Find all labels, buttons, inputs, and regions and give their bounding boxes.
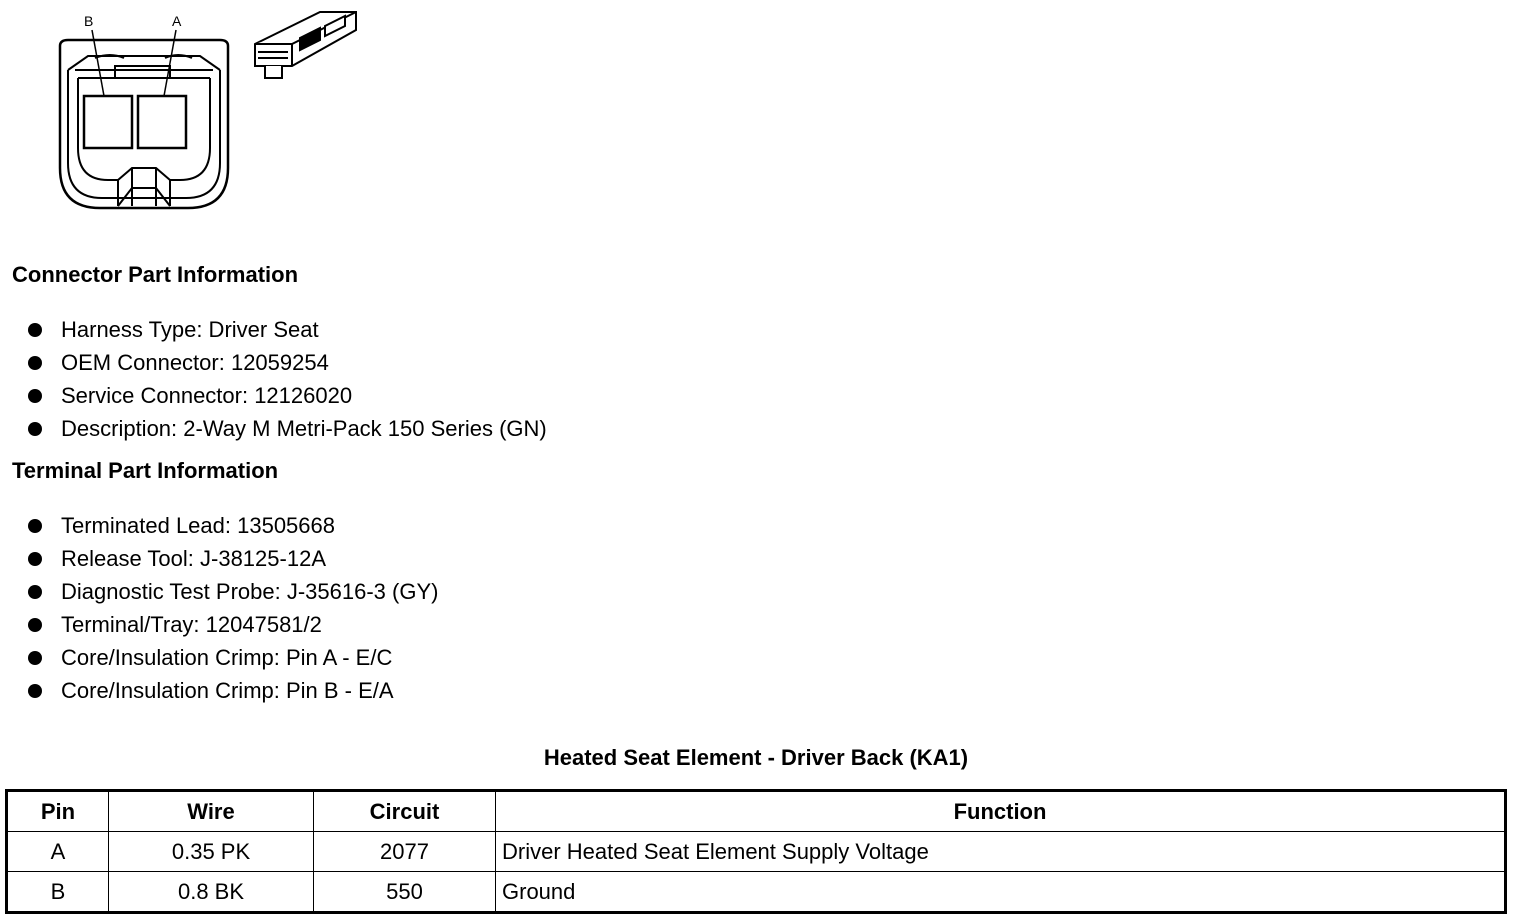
cell-circuit: 550 bbox=[313, 871, 496, 913]
table-header-row: Pin Wire Circuit Function bbox=[6, 790, 1506, 832]
bullet-icon bbox=[28, 650, 42, 665]
list-item: Terminal/Tray: 12047581/2 bbox=[28, 608, 438, 641]
bullet-icon bbox=[28, 421, 42, 436]
bullet-icon bbox=[28, 683, 42, 698]
list-item: Release Tool: J-38125-12A bbox=[28, 542, 438, 575]
column-header-function: Function bbox=[495, 790, 1506, 832]
bullet-icon bbox=[28, 322, 42, 337]
bullet-icon bbox=[28, 617, 42, 632]
list-item: Service Connector: 12126020 bbox=[28, 379, 547, 412]
column-header-circuit: Circuit bbox=[313, 790, 496, 832]
table-row: B 0.8 BK 550 Ground bbox=[6, 871, 1506, 913]
list-item-text: Terminated Lead: 13505668 bbox=[61, 512, 335, 538]
list-item: OEM Connector: 12059254 bbox=[28, 346, 547, 379]
column-header-pin: Pin bbox=[6, 790, 109, 832]
bullet-icon bbox=[28, 551, 42, 566]
list-item-text: Diagnostic Test Probe: J-35616-3 (GY) bbox=[61, 578, 439, 604]
connector-info-list: Harness Type: Driver Seat OEM Connector:… bbox=[28, 313, 547, 445]
cell-circuit: 2077 bbox=[313, 831, 496, 872]
pin-label-b: B bbox=[84, 13, 93, 29]
list-item-text: Harness Type: Driver Seat bbox=[61, 316, 319, 342]
list-item-text: Release Tool: J-38125-12A bbox=[61, 545, 326, 571]
table-title: Heated Seat Element - Driver Back (KA1) bbox=[543, 745, 969, 770]
column-header-wire: Wire bbox=[108, 790, 314, 832]
list-item: Terminated Lead: 13505668 bbox=[28, 509, 438, 542]
list-item: Diagnostic Test Probe: J-35616-3 (GY) bbox=[28, 575, 438, 608]
list-item-text: Terminal/Tray: 12047581/2 bbox=[61, 611, 322, 637]
list-item-text: Core/Insulation Crimp: Pin A - E/C bbox=[61, 644, 393, 670]
list-item: Harness Type: Driver Seat bbox=[28, 313, 547, 346]
cell-function: Ground bbox=[495, 871, 1506, 913]
list-item-text: Service Connector: 12126020 bbox=[61, 382, 353, 408]
cell-wire: 0.8 BK bbox=[108, 871, 314, 913]
connector-isometric-icon bbox=[254, 11, 357, 79]
table-row: A 0.35 PK 2077 Driver Heated Seat Elemen… bbox=[6, 831, 1506, 872]
list-item: Core/Insulation Crimp: Pin A - E/C bbox=[28, 641, 438, 674]
connector-face-diagram: B A bbox=[58, 11, 357, 210]
bullet-icon bbox=[28, 584, 42, 599]
cell-pin: B bbox=[6, 871, 109, 913]
list-item: Description: 2-Way M Metri-Pack 150 Seri… bbox=[28, 412, 547, 445]
connector-info-heading: Connector Part Information bbox=[12, 262, 299, 287]
cell-function: Driver Heated Seat Element Supply Voltag… bbox=[495, 831, 1506, 872]
list-item-text: Description: 2-Way M Metri-Pack 150 Seri… bbox=[61, 415, 547, 441]
pinout-table: Pin Wire Circuit Function A 0.35 PK 2077… bbox=[5, 789, 1507, 914]
cell-pin: A bbox=[6, 831, 109, 872]
list-item: Core/Insulation Crimp: Pin B - E/A bbox=[28, 674, 438, 707]
cell-wire: 0.35 PK bbox=[108, 831, 314, 872]
bullet-icon bbox=[28, 518, 42, 533]
list-item-text: OEM Connector: 12059254 bbox=[61, 349, 329, 375]
terminal-info-heading: Terminal Part Information bbox=[12, 458, 279, 483]
bullet-icon bbox=[28, 355, 42, 370]
bullet-icon bbox=[28, 388, 42, 403]
list-item-text: Core/Insulation Crimp: Pin B - E/A bbox=[61, 677, 394, 703]
pin-label-a: A bbox=[172, 13, 182, 29]
terminal-info-list: Terminated Lead: 13505668 Release Tool: … bbox=[28, 509, 438, 707]
